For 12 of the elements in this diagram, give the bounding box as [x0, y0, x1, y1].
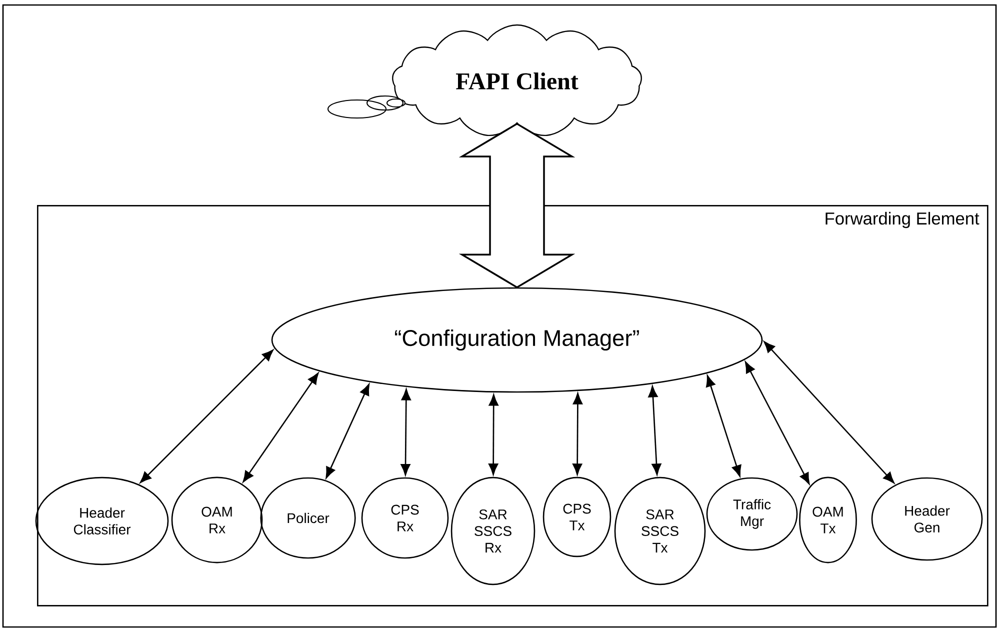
arrow — [400, 388, 411, 476]
cloud: FAPI Client — [392, 24, 642, 136]
arrow — [326, 384, 370, 478]
arrow — [706, 375, 742, 477]
arrow — [744, 362, 810, 484]
arrow — [488, 394, 498, 475]
arrow — [572, 392, 583, 475]
arrow — [242, 372, 319, 482]
arrow — [764, 341, 894, 484]
block-arrow — [458, 122, 576, 288]
arrow — [648, 386, 662, 476]
arrow — [140, 350, 274, 484]
